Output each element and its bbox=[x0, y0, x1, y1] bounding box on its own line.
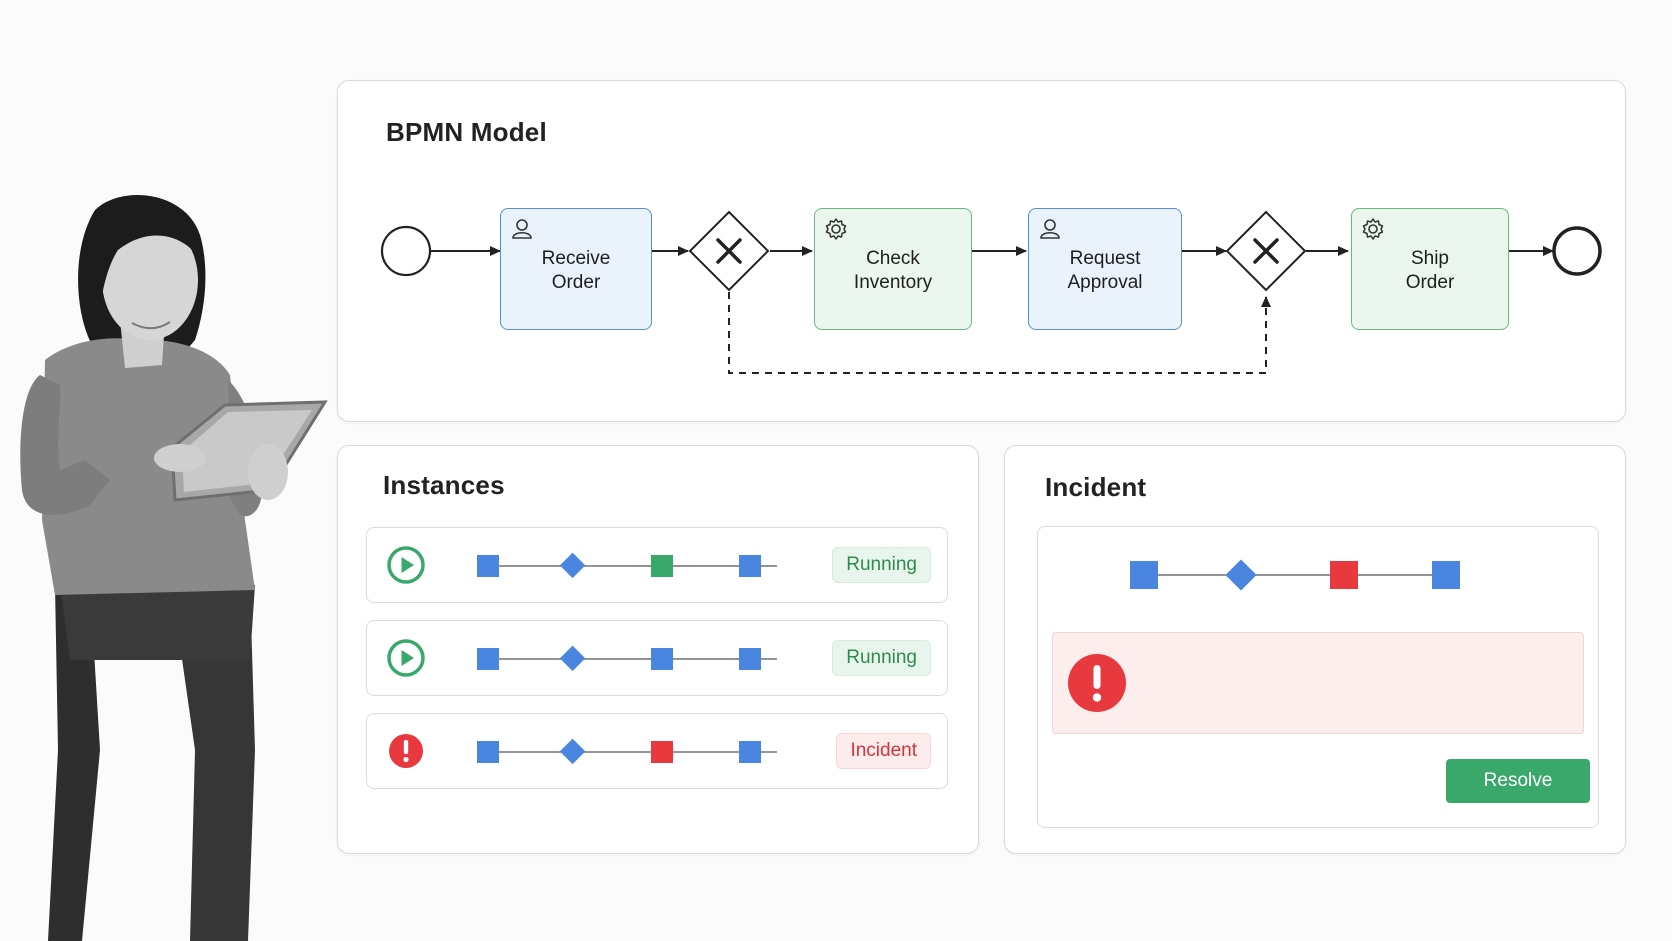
step-task-done bbox=[651, 555, 673, 577]
exclusive-gateway[interactable] bbox=[1225, 210, 1307, 292]
instance-flow bbox=[477, 645, 777, 672]
alert-icon bbox=[1068, 654, 1126, 712]
step-task bbox=[477, 648, 499, 670]
gear-icon bbox=[1362, 218, 1384, 240]
exclusive-gateway[interactable] bbox=[688, 210, 770, 292]
instance-row[interactable]: Running bbox=[366, 620, 948, 696]
play-icon bbox=[387, 639, 425, 677]
step-task-error bbox=[651, 741, 673, 763]
start-event[interactable] bbox=[380, 225, 432, 277]
step-gateway bbox=[1225, 559, 1257, 591]
gear-icon bbox=[825, 218, 847, 240]
incident-alert bbox=[1052, 632, 1584, 734]
incident-panel: Incident Resolve bbox=[1004, 445, 1626, 854]
task-request-approval[interactable]: Request Approval bbox=[1028, 208, 1182, 330]
step-task bbox=[477, 741, 499, 763]
step-gateway bbox=[559, 645, 586, 672]
instance-row[interactable]: Running bbox=[366, 527, 948, 603]
status-badge: Running bbox=[832, 547, 931, 583]
step-task bbox=[651, 648, 673, 670]
instance-flow bbox=[477, 738, 777, 765]
task-check-inventory[interactable]: Check Inventory bbox=[814, 208, 972, 330]
bpmn-diagram bbox=[380, 210, 1602, 374]
user-icon bbox=[512, 219, 532, 239]
step-gateway bbox=[559, 738, 586, 765]
step-gateway bbox=[559, 552, 586, 579]
task-ship-order[interactable]: Ship Order bbox=[1351, 208, 1509, 330]
conditional-flow bbox=[728, 292, 1271, 374]
person-illustration bbox=[20, 195, 328, 941]
step-task bbox=[739, 555, 761, 577]
incident-title: Incident bbox=[1045, 472, 1147, 502]
step-task bbox=[1130, 561, 1158, 589]
instance-row[interactable]: Incident bbox=[366, 713, 948, 789]
play-icon bbox=[387, 546, 425, 584]
status-badge: Incident bbox=[836, 733, 931, 769]
bpmn-model-panel: BPMN Model bbox=[337, 80, 1626, 422]
step-task bbox=[739, 648, 761, 670]
user-icon bbox=[1040, 219, 1060, 239]
task-label: Receive Order bbox=[541, 248, 611, 293]
step-task bbox=[1432, 561, 1460, 589]
bpmn-title: BPMN Model bbox=[386, 117, 547, 147]
alert-icon bbox=[389, 734, 423, 768]
task-label: Check Inventory bbox=[853, 248, 933, 293]
task-receive-order[interactable]: Receive Order bbox=[500, 208, 652, 330]
instances-panel: Instances Running Running bbox=[337, 445, 979, 854]
end-event[interactable] bbox=[1552, 226, 1602, 276]
resolve-button[interactable]: Resolve bbox=[1446, 759, 1590, 803]
incident-detail: Resolve bbox=[1037, 526, 1599, 828]
step-task bbox=[739, 741, 761, 763]
status-badge: Running bbox=[832, 640, 931, 676]
instances-title: Instances bbox=[383, 470, 505, 500]
incident-flow bbox=[1130, 559, 1460, 591]
step-task bbox=[477, 555, 499, 577]
instance-flow bbox=[477, 552, 777, 579]
task-label: Ship Order bbox=[1405, 248, 1455, 293]
task-label: Request Approval bbox=[1067, 248, 1143, 293]
step-task-error bbox=[1330, 561, 1358, 589]
